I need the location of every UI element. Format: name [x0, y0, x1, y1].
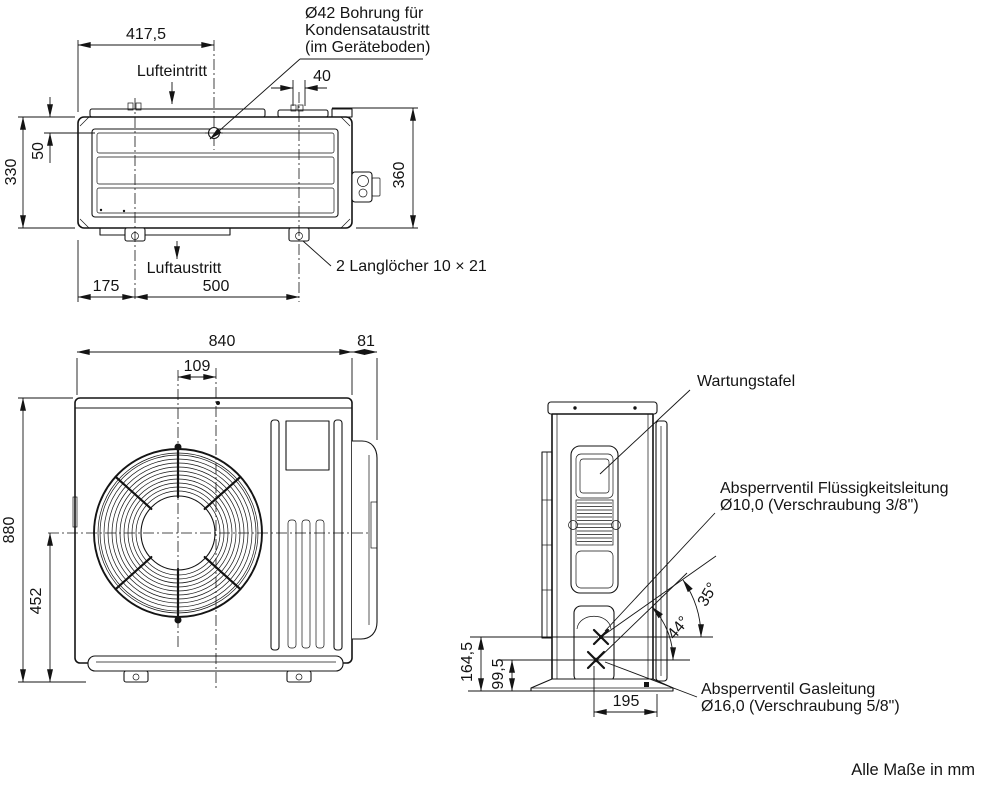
slots-label: 2 Langlöcher 10 × 21: [336, 258, 487, 275]
front-view: 840 81 109 880 452: [1, 333, 378, 690]
top-grille-row: [96, 156, 335, 185]
angle-35-line: [600, 555, 717, 638]
panel-clip: [611, 520, 621, 530]
top-view: 417,5 Ø42 Bohrung für Kondensataustritt …: [3, 5, 487, 302]
top-grille-row: [96, 187, 335, 214]
front-view-dimensions: 840 81 109 880 452: [1, 333, 378, 683]
base-plate: [530, 678, 674, 692]
mounting-foot-front: [123, 670, 149, 683]
angle-44-line: [596, 572, 688, 661]
cap-bolt: [633, 406, 637, 410]
side-handle: [72, 496, 78, 528]
dim-109: 109: [184, 358, 211, 375]
dim-417-5: 417,5: [126, 26, 166, 43]
top-corner-block: [331, 108, 353, 118]
dim-99-5: 99,5: [490, 658, 507, 689]
service-panel-label: Wartungstafel: [697, 373, 795, 390]
dim-880: 880: [1, 517, 18, 544]
vent-hatch: [577, 502, 612, 542]
air-inlet-label: Lufteintritt: [137, 63, 208, 80]
angle-44-arc: [651, 606, 677, 661]
side-view-annotations: Wartungstafel Absperrventil Flüssigkeits…: [459, 373, 949, 717]
dim-452: 452: [28, 588, 45, 615]
valve-port: [358, 188, 368, 198]
cap-bolt: [573, 406, 577, 410]
service-panel: [568, 445, 621, 594]
dim-330: 330: [3, 159, 20, 186]
dim-50: 50: [30, 142, 47, 160]
dim-195: 195: [613, 693, 640, 710]
panel-slat: [301, 519, 311, 649]
valve-cover-front: [352, 440, 378, 640]
side-view: Wartungstafel Absperrventil Flüssigkeits…: [459, 373, 949, 717]
corner-chamfers: [79, 116, 351, 229]
air-outlet-label: Luftaustritt: [147, 260, 222, 277]
mounting-foot-front: [286, 670, 312, 683]
units-note: Alle Maße in mm: [851, 761, 975, 779]
bottom-strip: [99, 227, 231, 236]
panel-slat: [270, 419, 280, 651]
panel-slat: [333, 419, 343, 651]
dim-840: 840: [209, 333, 236, 350]
front-view-unit-body: [48, 368, 378, 690]
condensate-label-line1: Ø42 Bohrung für: [305, 5, 424, 22]
bracket-bolt: [135, 102, 142, 111]
valve-port: [357, 175, 369, 187]
bracket-bolt: [297, 104, 304, 112]
panel-dot: [99, 208, 103, 212]
foot-slot: [132, 673, 140, 681]
panel-slat: [287, 519, 297, 649]
condensate-leader: [209, 58, 301, 140]
top-view-unit-body: [77, 40, 381, 302]
valve-cover-notch: [370, 501, 378, 549]
base-rail: [87, 655, 344, 672]
gas-valve-label-line2: Ø16,0 (Verschraubung 5/8"): [701, 698, 900, 715]
dim-360: 360: [391, 162, 408, 189]
valve-assembly-top: [351, 171, 373, 203]
lid-bolt: [216, 401, 220, 405]
panel-slat: [315, 519, 325, 649]
liquid-valve-leader: [604, 512, 716, 632]
top-view-dimensions: 417,5 Ø42 Bohrung für Kondensataustritt …: [3, 5, 487, 302]
front-panel-edge: [655, 420, 668, 682]
liquid-valve-label-line1: Absperrventil Flüssigkeitsleitung: [720, 480, 949, 497]
dim-164-5: 164,5: [459, 642, 476, 682]
bracket-bolt: [127, 102, 134, 111]
dim-angle-35: 35°: [695, 580, 722, 609]
condensate-label-line2: Kondensataustritt: [305, 22, 430, 39]
liquid-valve-label-line2: Ø10,0 (Verschraubung 3/8"): [720, 497, 919, 514]
dim-40: 40: [313, 68, 331, 85]
service-panel-leader: [599, 389, 691, 475]
dim-81: 81: [357, 333, 375, 350]
foot-slot: [295, 673, 303, 681]
dim-500: 500: [203, 278, 230, 295]
panel-dot: [122, 209, 126, 213]
valve-cover-edge: [371, 177, 381, 197]
angle-35-arc: [682, 579, 704, 638]
top-cap: [547, 401, 658, 415]
base-mark: [644, 682, 649, 687]
dim-angle-44: 44°: [664, 613, 693, 642]
gas-valve-label-line1: Absperrventil Gasleitung: [701, 681, 875, 698]
rating-plate: [285, 420, 330, 471]
panel-clip: [568, 520, 578, 530]
dim-175: 175: [93, 278, 120, 295]
slots-leader: [302, 240, 332, 267]
bracket-bolt: [290, 104, 297, 112]
condensate-label-line3: (im Geräteboden): [305, 39, 430, 56]
gas-valve-leader: [604, 661, 698, 698]
side-view-unit-body: [530, 401, 674, 692]
